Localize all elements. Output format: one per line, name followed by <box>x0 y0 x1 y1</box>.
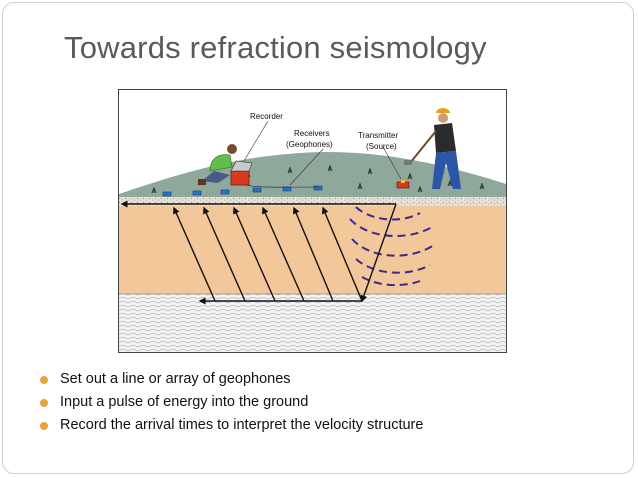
bullet-item: Input a pulse of energy into the ground <box>38 393 423 416</box>
geophones-label: (Geophones) <box>286 140 333 149</box>
source-label: (Source) <box>366 142 397 151</box>
slide-title: Towards refraction seismology <box>64 30 487 65</box>
geophones <box>162 185 323 197</box>
operator-figure <box>198 144 237 185</box>
bullet-text: Record the arrival times to interpret th… <box>60 417 424 433</box>
recorder-label: Recorder <box>250 112 283 121</box>
refraction-survey-illustration: Recorder Receivers (Geophones) Transmitt… <box>118 89 507 353</box>
recorder-box <box>230 170 250 186</box>
bullet-list: Set out a line or array of geophones Inp… <box>38 370 423 439</box>
bullet-item: Record the arrival times to interpret th… <box>38 416 423 439</box>
ray-paths <box>120 200 397 305</box>
soil-layer <box>119 206 506 294</box>
bullet-dot-icon <box>40 422 48 430</box>
bullet-dot-icon <box>40 376 48 384</box>
receivers-label: Receivers <box>294 129 330 138</box>
bullet-item: Set out a line or array of geophones <box>38 370 423 393</box>
bullet-text: Set out a line or array of geophones <box>60 371 291 387</box>
bullet-dot-icon <box>40 399 48 407</box>
bullet-text: Input a pulse of energy into the ground <box>60 394 309 410</box>
wavefronts <box>349 206 435 287</box>
hammer-operator-figure <box>404 108 461 189</box>
surface-layer <box>119 197 506 206</box>
bedrock-layer <box>119 294 506 352</box>
transmitter-label: Transmitter <box>358 131 398 140</box>
